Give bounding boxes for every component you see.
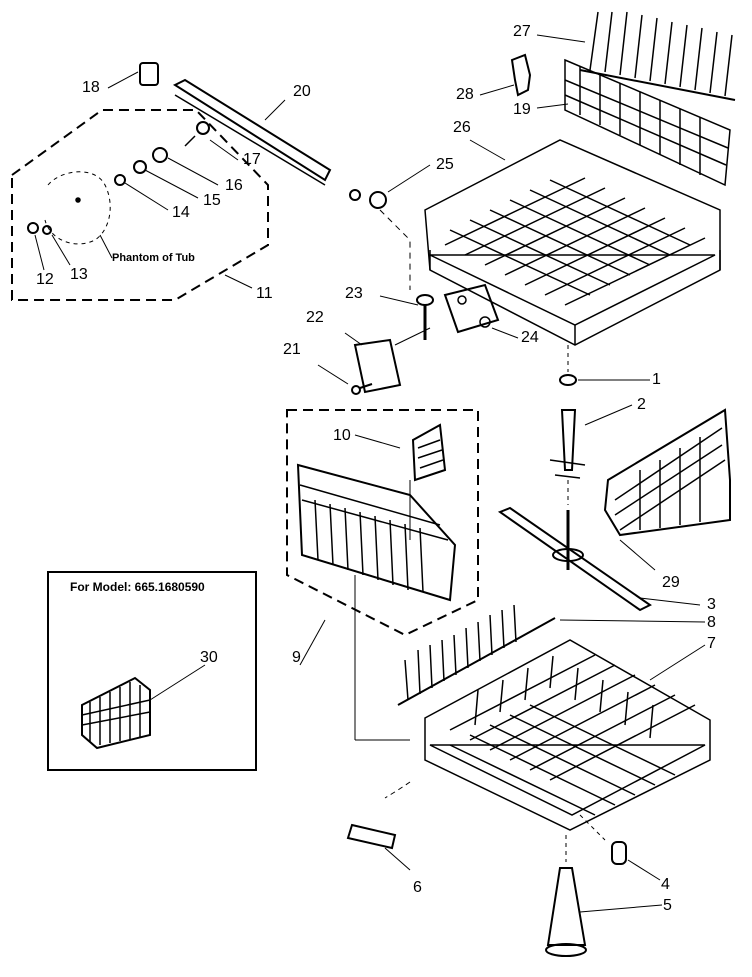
callout-7: 7 [707,635,716,652]
group-11-outline [11,109,269,301]
callout-28: 28 [456,86,474,103]
model-box [47,571,257,771]
part-9-silverware-basket [296,463,457,602]
part-16-nut [152,147,168,163]
callout-4: 4 [661,876,670,893]
part-4-bushing [611,841,627,865]
callout-6: 6 [413,879,422,896]
part-30-basket [81,676,151,750]
part-26-upper-rack [424,139,721,346]
callout-9: 9 [292,649,301,666]
callout-5: 5 [663,897,672,914]
part-13-washer [42,225,52,235]
group-9-outline [286,409,479,637]
callout-25: 25 [436,156,454,173]
part-27-tine-row [579,11,736,101]
callout-8: 8 [707,614,716,631]
callout-13: 13 [70,266,88,283]
callout-11: 11 [256,285,273,302]
callout-20: 20 [293,83,311,100]
model-label: For Model: 665.1680590 [70,580,205,594]
part-23-stud [416,294,434,340]
callout-19: 19 [513,101,531,118]
part-19-tine-row [564,58,731,187]
callout-16: 16 [225,177,243,194]
part-14-washer [114,174,126,186]
callout-29: 29 [662,574,680,591]
part-15-washer [133,160,147,174]
part-17-bolt [184,121,210,147]
callout-10: 10 [333,427,351,444]
callout-18: 18 [82,79,100,96]
part-22-bracket [353,338,402,394]
callout-22: 22 [306,309,324,326]
part-18-end-cap [139,62,159,86]
part-24-bracket [443,283,500,334]
callout-3: 3 [707,596,716,613]
callout-21: 21 [283,341,301,358]
callout-23: 23 [345,285,363,302]
part-2-tube [549,409,586,479]
callout-1: 1 [652,371,661,388]
part-1-ring [559,374,577,386]
part-12-nut [27,222,39,234]
part-8-tine-row [397,604,556,706]
callout-14: 14 [172,204,190,221]
phantom-of-tub-label: Phantom of Tub [112,252,195,264]
part-7-lower-rack [424,639,711,831]
phantom-of-tub-outline [44,171,111,245]
callout-12: 12 [36,271,54,288]
part-20-rail [172,78,332,182]
part-21-screw [351,383,373,395]
callout-27: 27 [513,23,531,40]
part-25-roller [349,189,387,209]
part-6-clip [346,823,397,850]
part-5-tube [545,867,587,957]
callout-2: 2 [637,396,646,413]
part-29-basket-cover [603,408,731,537]
part-10-divider [411,423,447,482]
callout-15: 15 [203,192,221,209]
callout-24: 24 [521,329,539,346]
callout-30: 30 [200,649,218,666]
part-3-spray-arm [497,506,652,612]
callout-17: 17 [243,151,261,168]
callout-26: 26 [453,119,471,136]
part-28-clip [510,53,532,97]
